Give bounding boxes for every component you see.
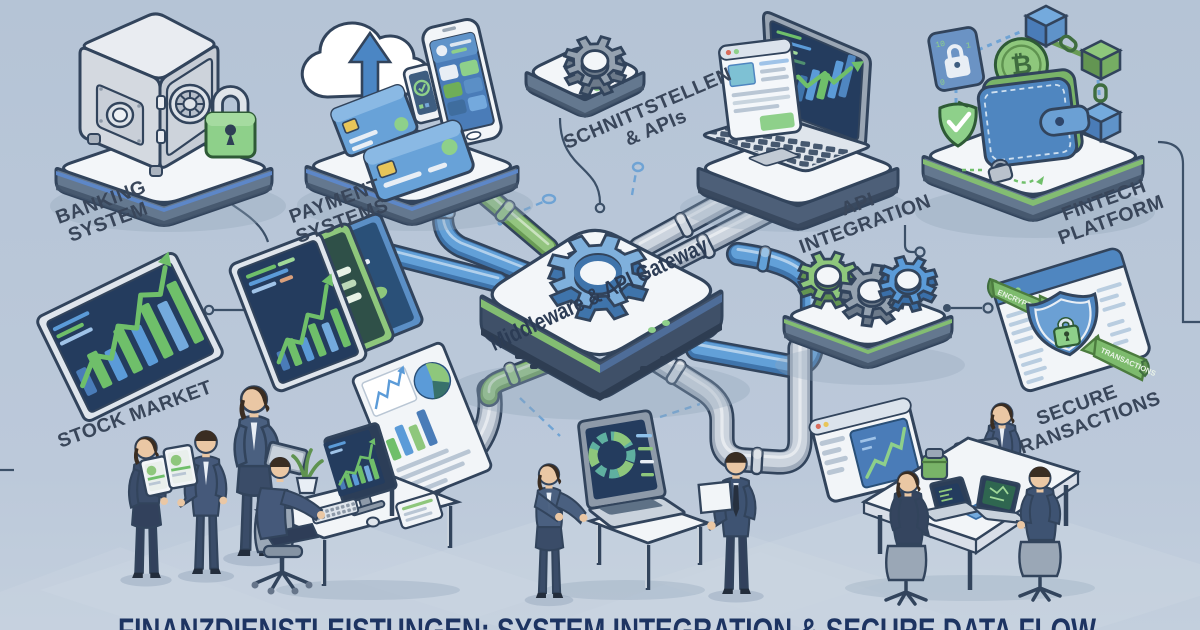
svg-text:10: 10	[935, 40, 946, 51]
svg-text:0: 0	[939, 78, 945, 88]
svg-text:FINANZDIENSTLEISTUNGEN: SYSTEM: FINANZDIENSTLEISTUNGEN: SYSTEM INTEGRATI…	[118, 612, 1097, 630]
svg-text:1: 1	[965, 41, 971, 51]
